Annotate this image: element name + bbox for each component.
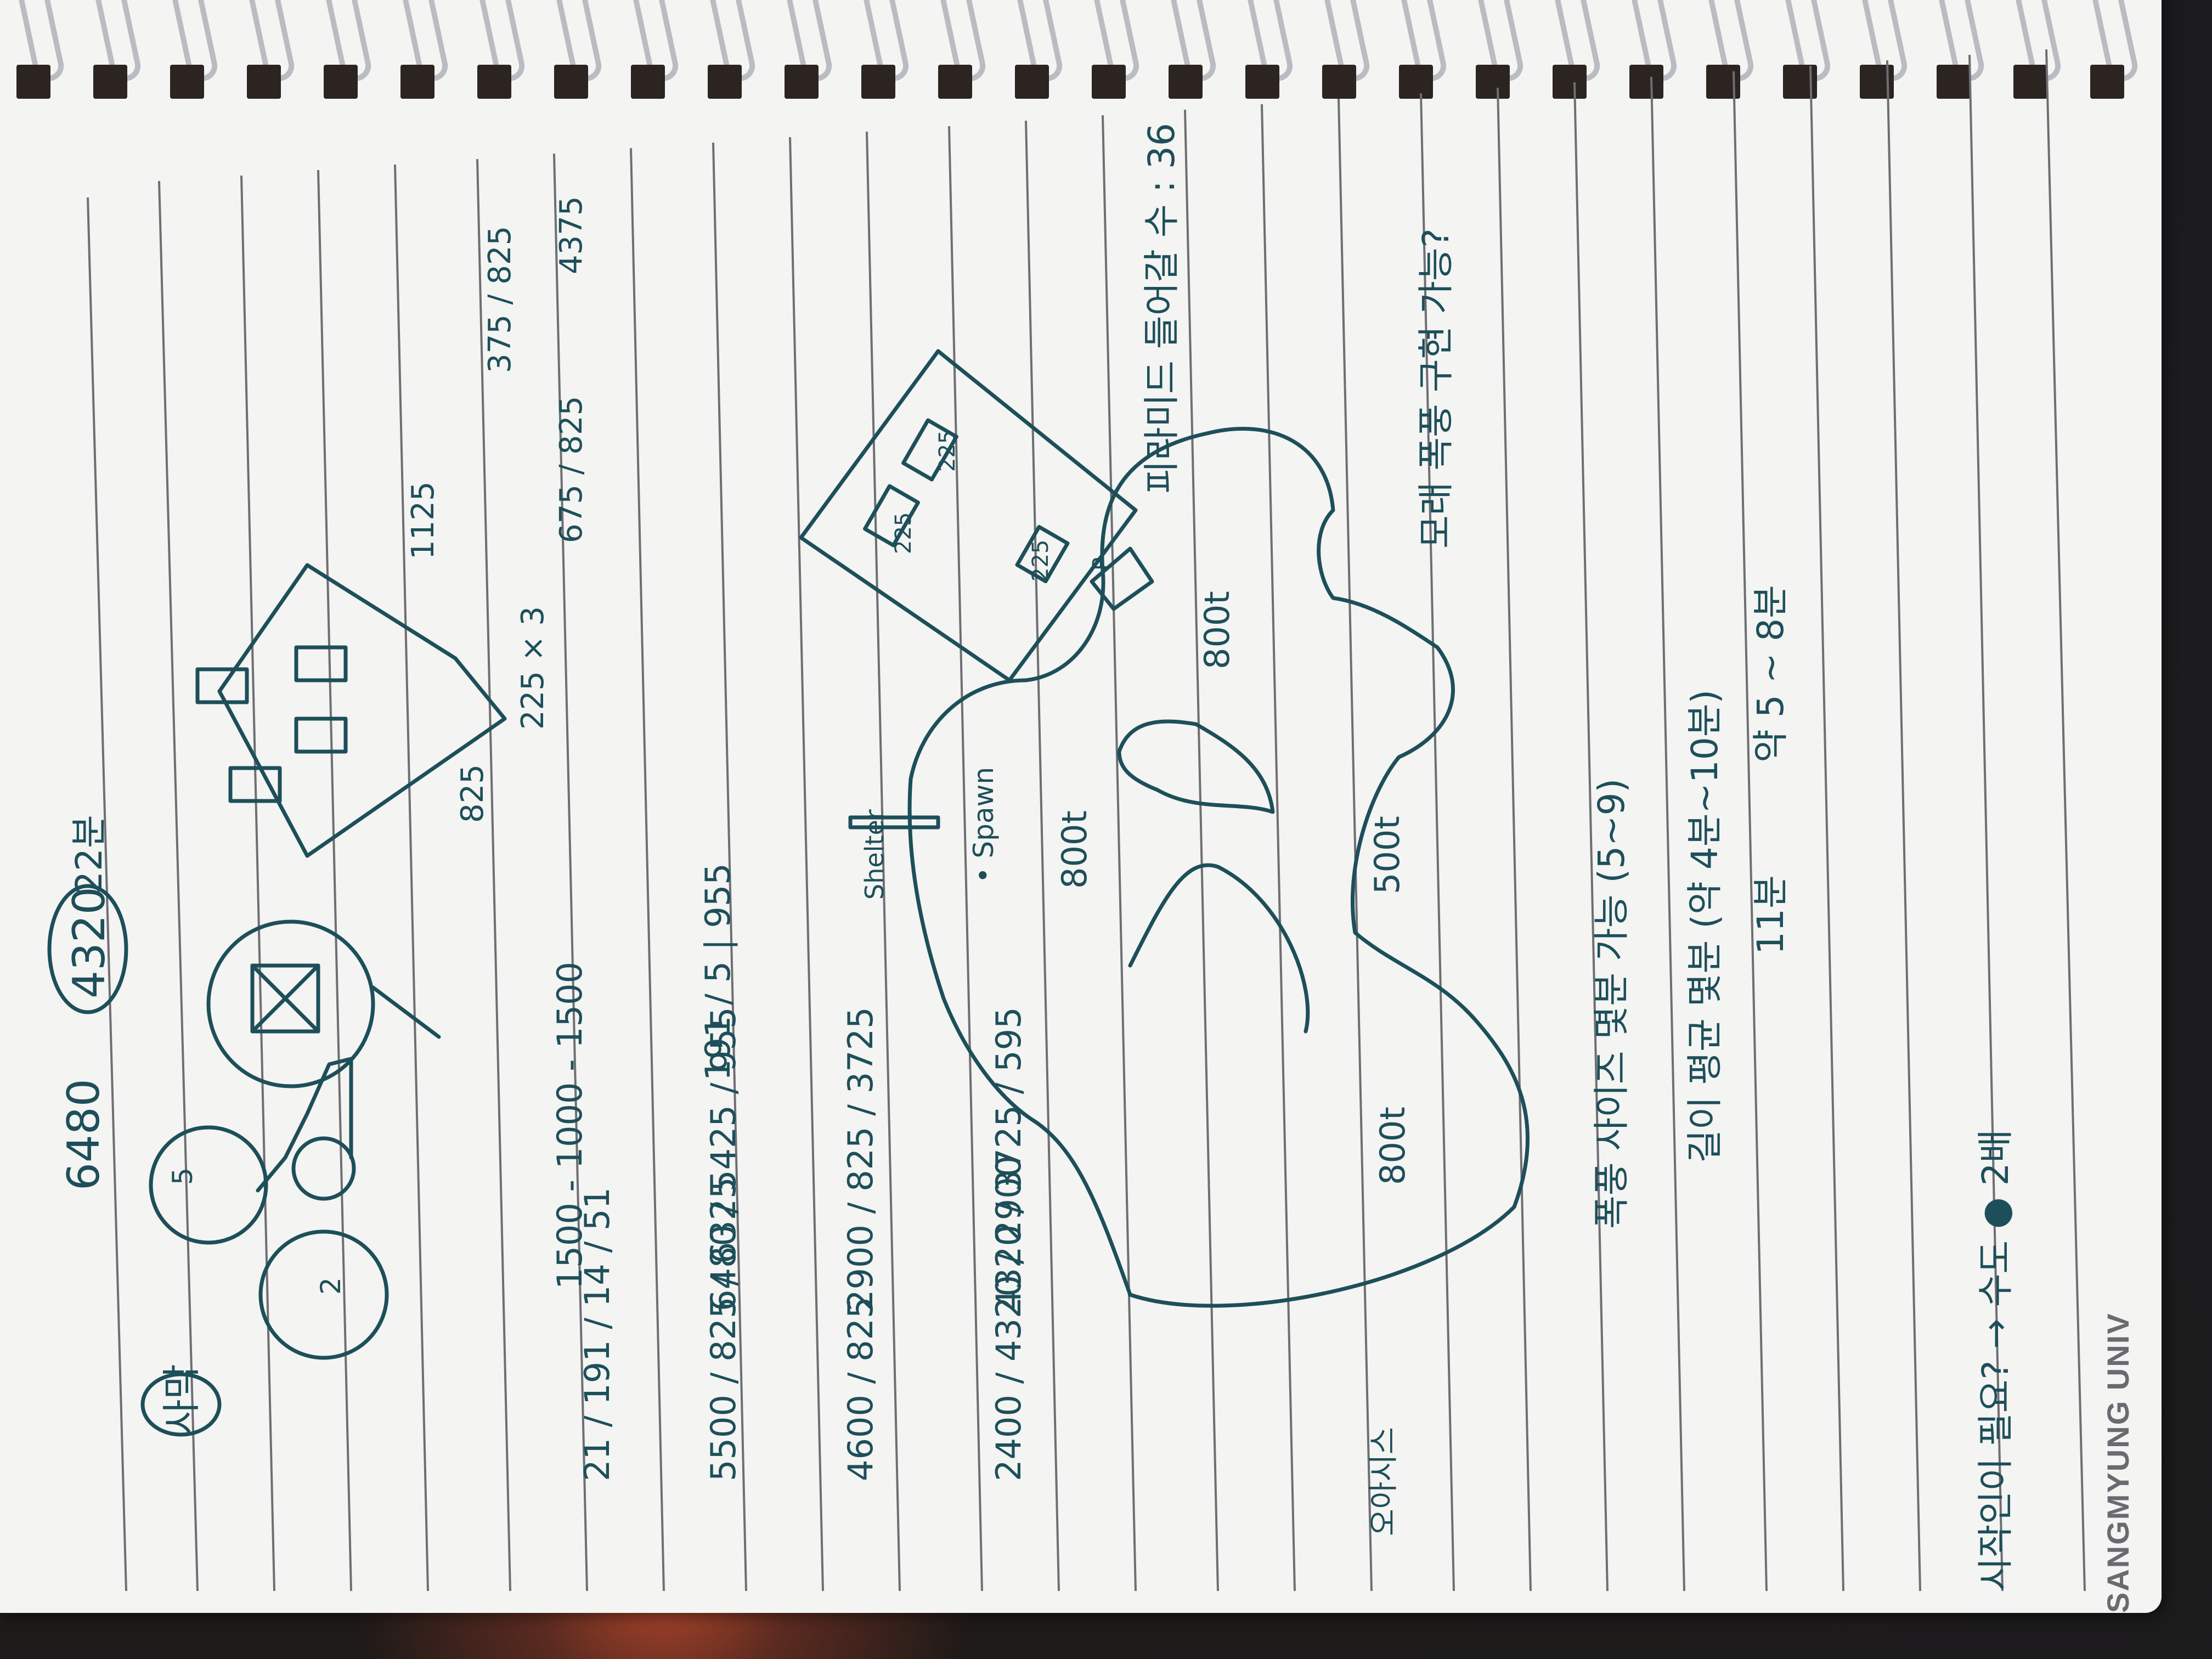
binding-hole	[708, 65, 742, 99]
header-sketch: 사막 6480 4320 22분	[47, 815, 222, 1437]
small-grid-room-2	[294, 645, 348, 682]
binding-hole	[1399, 65, 1433, 99]
calc-10: 825	[455, 764, 490, 823]
binding-hole	[477, 65, 511, 99]
calc-13: 1125	[405, 481, 441, 560]
label-spawn: • Spawn	[968, 767, 1000, 883]
small-map-circle-4	[206, 919, 375, 1088]
label-225-a: 225	[891, 512, 916, 554]
small-grid-sketch	[195, 563, 507, 858]
pyramid-block	[799, 349, 1138, 682]
small-map-connector	[256, 1057, 353, 1193]
note-line-1: 폭풍 사이즈 몇분 가능 (5~9)	[1590, 778, 1633, 1229]
binding-hole	[1015, 65, 1049, 99]
label-pyramid: 피라미드 들어갈 수 : 36	[1141, 123, 1183, 494]
binding-hole	[93, 65, 127, 99]
binding-hole	[1553, 65, 1587, 99]
binding-hole	[1092, 65, 1126, 99]
label-800-a: 800t	[1054, 810, 1094, 889]
label-800-c: 800t	[1373, 1107, 1413, 1185]
big-map-sketch: Shelter • Spawn 800t 500t 800t 800t 225 …	[799, 349, 1530, 1536]
shelter-bar	[848, 815, 940, 830]
calc-8: 1500 - 1000 - 1500	[550, 962, 590, 1289]
label-p: P	[1088, 557, 1114, 571]
binding-hole	[785, 65, 819, 99]
binding-hole	[2090, 65, 2124, 99]
label-oasis: 오아시스	[1366, 1427, 1401, 1536]
calc-4: 2400 / 4320 / 2900	[989, 1155, 1029, 1481]
left-calculations: 21 / 191 / 14 / 51 5500 / 825 / 6325 460…	[550, 863, 1029, 1481]
binding-hole	[554, 65, 588, 99]
small-grid-room-4	[294, 716, 348, 754]
note-line-2: 길이 평균 몇분 (약 4분~10분)	[1684, 690, 1726, 1163]
note-line-3: 11분	[1750, 875, 1792, 955]
small-grid-outline	[217, 563, 507, 858]
big-map-channel-1	[1128, 863, 1310, 1034]
binding-hole	[1629, 65, 1663, 99]
calc-9: 191 / 5 | 955	[698, 863, 738, 1081]
label-225-c: 225	[1028, 540, 1053, 582]
small-map-sketch: 5 2	[149, 919, 441, 1360]
right-calculations: 825 225 × 3 675 / 825 1125 4375 375 / 82…	[405, 196, 589, 823]
small-map-num2: 2	[315, 1277, 347, 1295]
note-line-5: 시작인이 필요? → 수도 ● 2배	[1974, 1130, 2017, 1591]
small-map-pyramid-cross	[250, 963, 320, 1034]
pyramid-room-3	[1015, 524, 1070, 584]
header-left-circle	[140, 1372, 222, 1437]
header-num2-circle	[47, 884, 128, 1014]
calc-7: 6480 / 5425 / 955	[703, 1007, 743, 1311]
small-map-num1: 5	[167, 1167, 199, 1185]
binding-hole	[247, 65, 281, 99]
big-map-gate	[1090, 546, 1154, 611]
calc-14: 4375	[554, 196, 589, 274]
binding-hole	[861, 65, 895, 99]
header-left-label: 사막	[159, 1364, 204, 1435]
label-225-b: 225	[935, 430, 960, 472]
calc-6: 4320 / 3725 / 595	[989, 1007, 1029, 1311]
label-800-b: 800t	[1197, 591, 1237, 669]
calc-3: 4600 / 825	[840, 1297, 881, 1481]
notebook-page: 사막 6480 4320 22분 5 2	[0, 0, 2162, 1613]
binding-hole	[1169, 65, 1203, 99]
small-map-circle-2	[258, 1229, 389, 1360]
small-map-pyramid	[250, 963, 320, 1034]
label-shelter: Shelter	[860, 809, 889, 900]
small-map-circle-1	[149, 1125, 268, 1245]
brand-footer: SANGMYUNG UNIV	[2101, 1312, 2135, 1613]
binding-hole	[16, 65, 50, 99]
binding-hole	[2013, 65, 2047, 99]
binding-hole	[1322, 65, 1356, 99]
binding-hole	[400, 65, 435, 99]
calc-15: 375 / 825	[482, 226, 518, 373]
pyramid-room-2	[901, 418, 958, 482]
right-notes: 피라미드 들어갈 수 : 36 모래 폭풍 구현 가능? 폭풍 사이즈 몇분 가…	[1141, 123, 2017, 1591]
binding-hole	[170, 65, 204, 99]
big-map-outline	[907, 427, 1530, 1308]
binding-hole	[631, 65, 665, 99]
small-map-circle-3	[291, 1136, 356, 1201]
header-num2: 4320	[64, 887, 115, 998]
binding-hole	[1937, 65, 1971, 99]
binding-hole	[1245, 65, 1279, 99]
header-suffix: 22분	[68, 815, 110, 894]
label-sand: 모래 폭풍 구현 가능?	[1415, 228, 1457, 549]
small-grid-room-1	[195, 667, 249, 704]
calc-11: 225 × 3	[515, 606, 551, 730]
calc-1: 21 / 191 / 14 / 51	[577, 1187, 617, 1481]
handwritten-notes: 사막 6480 4320 22분 5 2	[47, 49, 2135, 1613]
pyramid-room-1	[863, 484, 920, 548]
calc-2: 5500 / 825 / 6325	[703, 1177, 743, 1481]
header-num1: 6480	[58, 1079, 109, 1190]
calc-5: 2900 / 825 / 3725	[840, 1007, 881, 1311]
calc-12: 675 / 825	[554, 396, 589, 543]
label-500: 500t	[1367, 816, 1407, 894]
note-line-4: 약 5 ~ 8분	[1750, 585, 1792, 763]
big-map-lake	[1117, 719, 1275, 814]
small-map-dots	[371, 985, 441, 1039]
binding-hole	[1476, 65, 1510, 99]
small-grid-room-3	[228, 766, 282, 803]
binding-hole	[324, 65, 358, 99]
binding-hole	[938, 65, 972, 99]
